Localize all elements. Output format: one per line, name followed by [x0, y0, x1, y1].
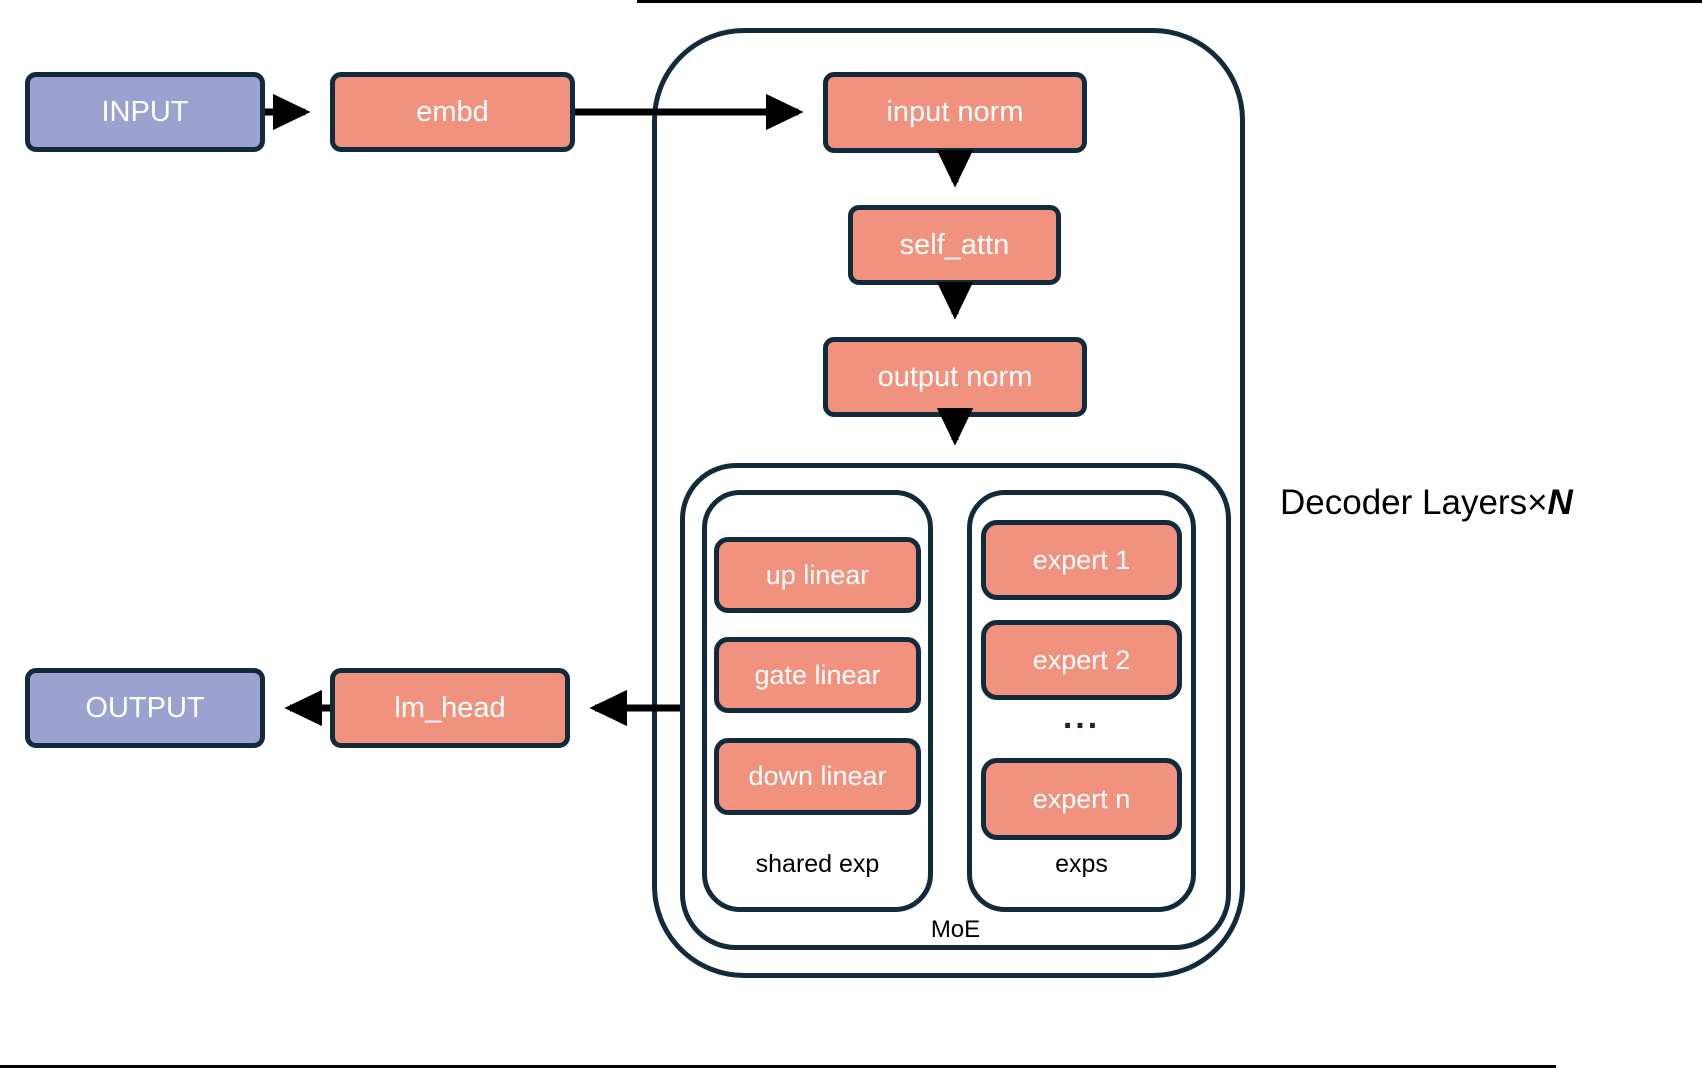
- input-node-label: INPUT: [101, 95, 189, 128]
- output-node-label: OUTPUT: [85, 691, 205, 724]
- expert-1-node-label: expert 1: [1032, 544, 1131, 575]
- output-norm-node: output norm: [823, 337, 1087, 417]
- embd-node: embd: [330, 72, 575, 152]
- input-norm-node-label: input norm: [886, 96, 1024, 128]
- lm-head-node: lm_head: [330, 668, 570, 748]
- decoder-layers-text: Decoder Layers: [1280, 483, 1528, 522]
- repeat-count-n: N: [1547, 483, 1573, 522]
- decoder-layers-annotation: Decoder Layers×N: [1280, 483, 1573, 523]
- gate-linear-node-label: gate linear: [754, 659, 881, 690]
- decoder-layers-container: [652, 28, 1245, 978]
- multiply-sign: ×: [1527, 483, 1548, 522]
- expert-2-node-label: expert 2: [1032, 644, 1131, 675]
- experts-ellipsis: ...: [1062, 698, 1101, 736]
- expert-n-node-label: expert n: [1032, 783, 1131, 814]
- up-linear-node: up linear: [714, 537, 921, 613]
- down-linear-node-label: down linear: [748, 761, 887, 791]
- input-node: INPUT: [25, 72, 265, 152]
- shared-exp-label: shared exp: [755, 850, 880, 878]
- up-linear-node-label: up linear: [765, 559, 870, 590]
- exps-label: exps: [1055, 850, 1108, 878]
- top-edge-line: [637, 0, 1702, 3]
- expert-1-node: expert 1: [981, 520, 1182, 600]
- exps-container: [967, 490, 1196, 912]
- self-attn-node-label: self_attn: [899, 228, 1010, 261]
- lm-head-node-label: lm_head: [394, 691, 506, 724]
- shared-exp-container: [702, 490, 933, 912]
- embd-node-label: embd: [416, 95, 489, 128]
- gate-linear-node: gate linear: [714, 637, 921, 713]
- bottom-edge-line: [0, 1065, 1556, 1068]
- expert-2-node: expert 2: [981, 620, 1182, 700]
- moe-container: [680, 463, 1231, 950]
- output-node: OUTPUT: [25, 668, 265, 748]
- down-linear-node: down linear: [714, 738, 921, 815]
- moe-label: MoE: [930, 916, 981, 943]
- input-norm-node: input norm: [823, 72, 1087, 153]
- expert-n-node: expert n: [981, 758, 1182, 840]
- output-norm-node-label: output norm: [877, 360, 1033, 393]
